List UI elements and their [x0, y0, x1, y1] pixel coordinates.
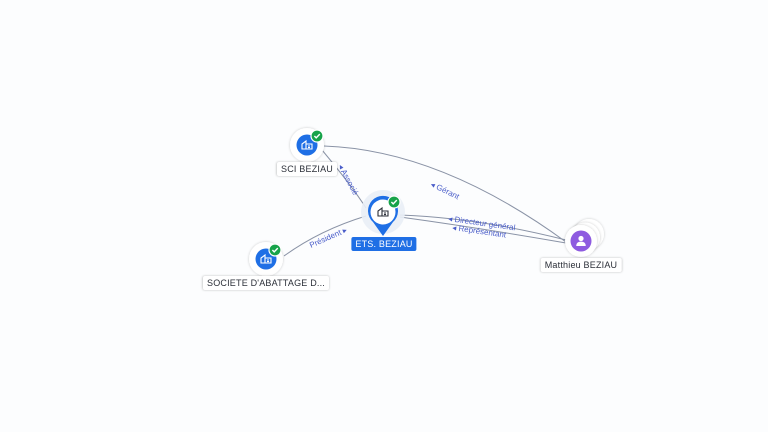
- building-icon: [260, 253, 272, 264]
- label-ets-beziau[interactable]: ETS. BEZIAU: [351, 237, 417, 251]
- person-icon: [576, 235, 586, 246]
- node-matthieu-beziau[interactable]: [565, 219, 604, 257]
- node-societe-abattage[interactable]: [249, 242, 283, 276]
- check-icon: [310, 129, 324, 143]
- edge-ets-matthieu-directeur: [399, 214, 567, 241]
- building-icon: [301, 139, 313, 150]
- node-sci-beziau[interactable]: [290, 128, 324, 162]
- edge-ets-matthieu-representant: [399, 216, 567, 244]
- building-icon: [377, 206, 389, 217]
- label-matthieu-beziau[interactable]: Matthieu BEZIAU: [540, 258, 622, 272]
- node-ets-beziau[interactable]: [361, 190, 405, 236]
- check-icon: [387, 195, 401, 209]
- edge-label-associe: ◂ Associé: [336, 163, 360, 198]
- edge-sci-matthieu: [323, 145, 567, 243]
- label-sci-beziau[interactable]: SCI BEZIAU: [276, 162, 338, 176]
- check-icon: [268, 243, 282, 257]
- label-societe-abattage[interactable]: SOCIETE D'ABATTAGE D...: [202, 276, 330, 290]
- edge-abattage-ets: [283, 215, 367, 257]
- edge-label-gerant: ◂ Gérant: [429, 180, 461, 202]
